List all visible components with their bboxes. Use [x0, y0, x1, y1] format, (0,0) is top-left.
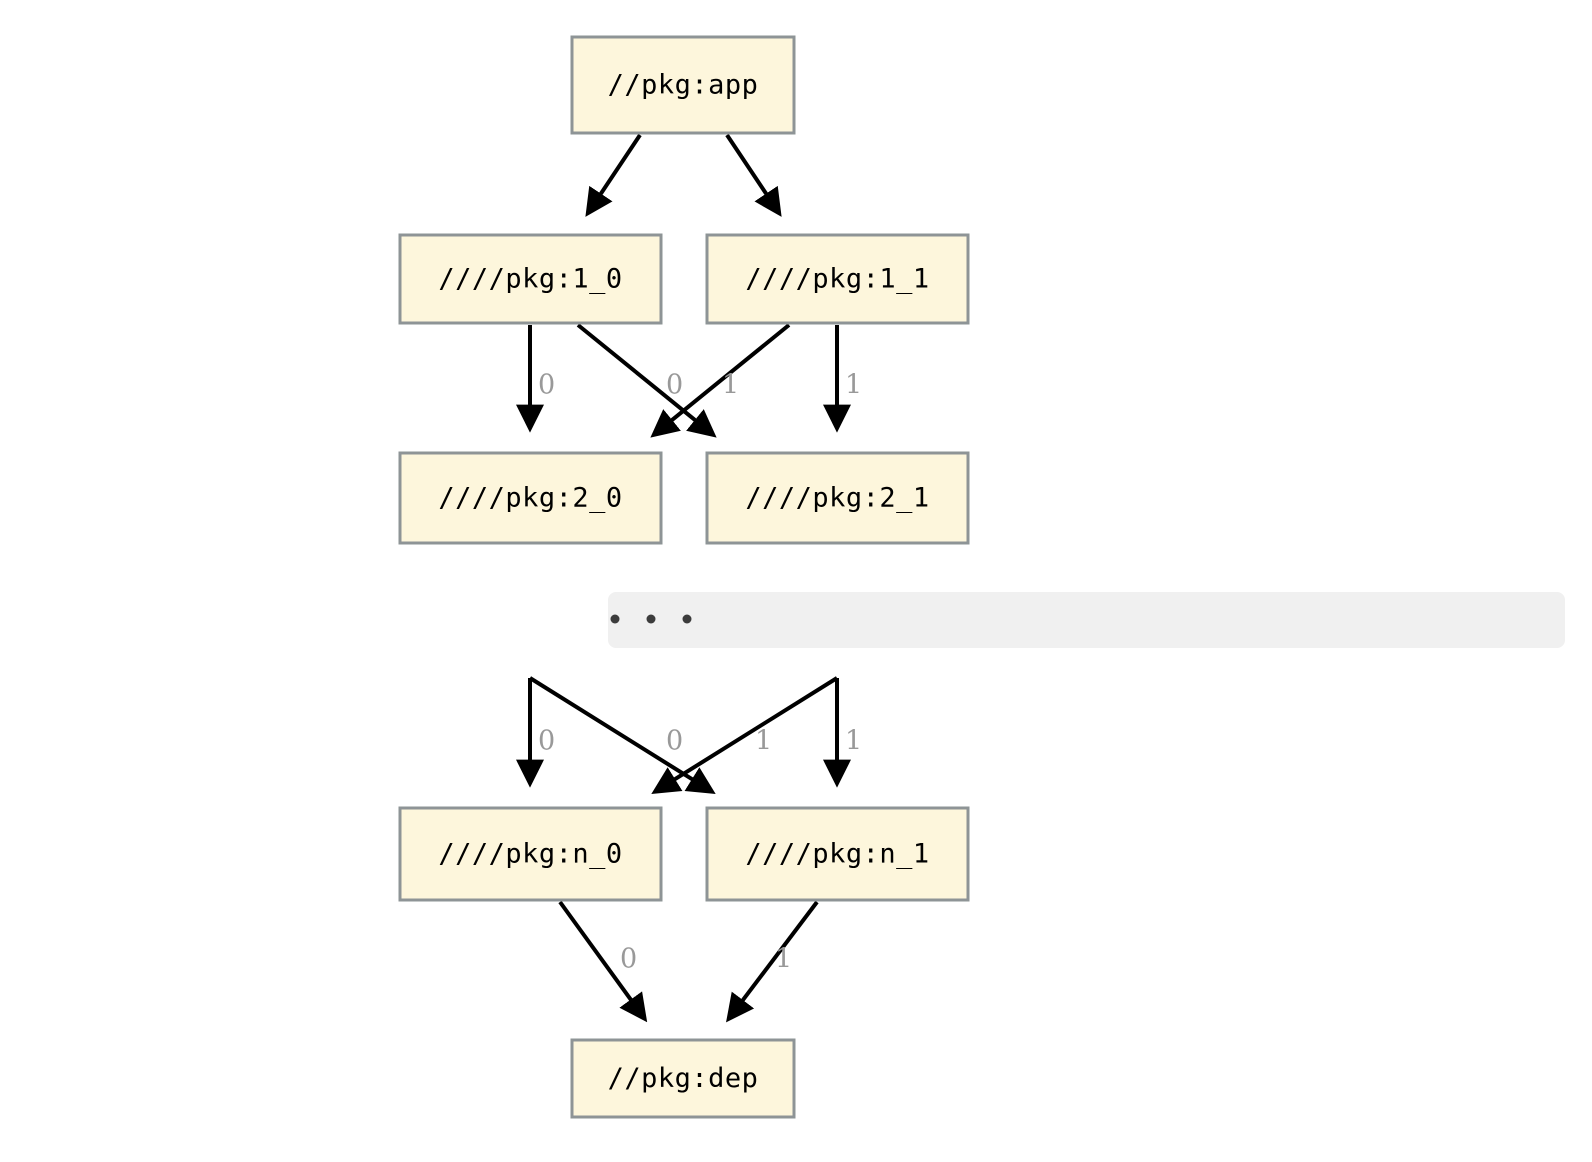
edge-label: 1: [775, 944, 792, 975]
node-box[interactable]: [398, 451, 663, 545]
edges-group: 0 0 1 1 0 0 1 1 0 1: [516, 133, 862, 1023]
node-label: ////pkg:2_1: [745, 483, 929, 514]
graph-node-nn_1[interactable]: ////pkg:n_1: [705, 806, 970, 902]
node-box[interactable]: [705, 806, 970, 902]
graph-node-nn_0[interactable]: ////pkg:n_0: [398, 806, 663, 902]
edge-label: 0: [666, 370, 683, 401]
ellipsis-band: [608, 592, 1565, 648]
node-label: ////pkg:n_1: [745, 839, 929, 870]
node-label: ////pkg:2_0: [438, 483, 622, 514]
edge-label: 1: [845, 370, 862, 401]
edge-label: 0: [620, 944, 637, 975]
node-box[interactable]: [705, 451, 970, 545]
graph-node-app[interactable]: //pkg:app: [570, 35, 796, 135]
node-box[interactable]: [570, 35, 796, 135]
ellipsis-dot: [682, 614, 692, 624]
node-box[interactable]: [705, 233, 970, 325]
edge-label: 1: [722, 370, 739, 401]
node-label: ////pkg:1_0: [438, 264, 622, 295]
nodes-group: //pkg:app ////pkg:1_0 ////pkg:1_1 ////pkg:2…: [398, 35, 970, 1119]
node-box[interactable]: [570, 1038, 796, 1119]
graph-node-n2_1[interactable]: ////pkg:2_1: [705, 451, 970, 545]
graph-node-n1_0[interactable]: ////pkg:1_0: [398, 233, 663, 325]
graph-edge: [651, 676, 839, 794]
graph-node-dep[interactable]: //pkg:dep: [570, 1038, 796, 1119]
edge-label: 0: [666, 726, 683, 757]
graph-edge: [650, 323, 791, 438]
ellipsis-dot: [610, 614, 620, 624]
node-label: //pkg:dep: [608, 1063, 759, 1094]
node-box[interactable]: [398, 233, 663, 325]
graph-edge: [725, 133, 782, 217]
node-label: //pkg:app: [608, 70, 759, 101]
node-box[interactable]: [398, 806, 663, 902]
graph-edge: [576, 323, 717, 438]
edge-label: 0: [538, 370, 555, 401]
ellipsis-dot: [646, 614, 656, 624]
edge-label: 1: [755, 726, 772, 757]
node-label: ////pkg:1_1: [745, 264, 929, 295]
graph-edge: [558, 900, 648, 1023]
graph-node-n1_1[interactable]: ////pkg:1_1: [705, 233, 970, 325]
edge-label: 1: [845, 726, 862, 757]
ellipsis-group: [608, 592, 1565, 648]
graph-edge: [726, 900, 819, 1023]
graph-edge: [585, 133, 642, 217]
graph-node-n2_0[interactable]: ////pkg:2_0: [398, 451, 663, 545]
node-label: ////pkg:n_0: [438, 839, 622, 870]
edge-label: 0: [538, 726, 555, 757]
